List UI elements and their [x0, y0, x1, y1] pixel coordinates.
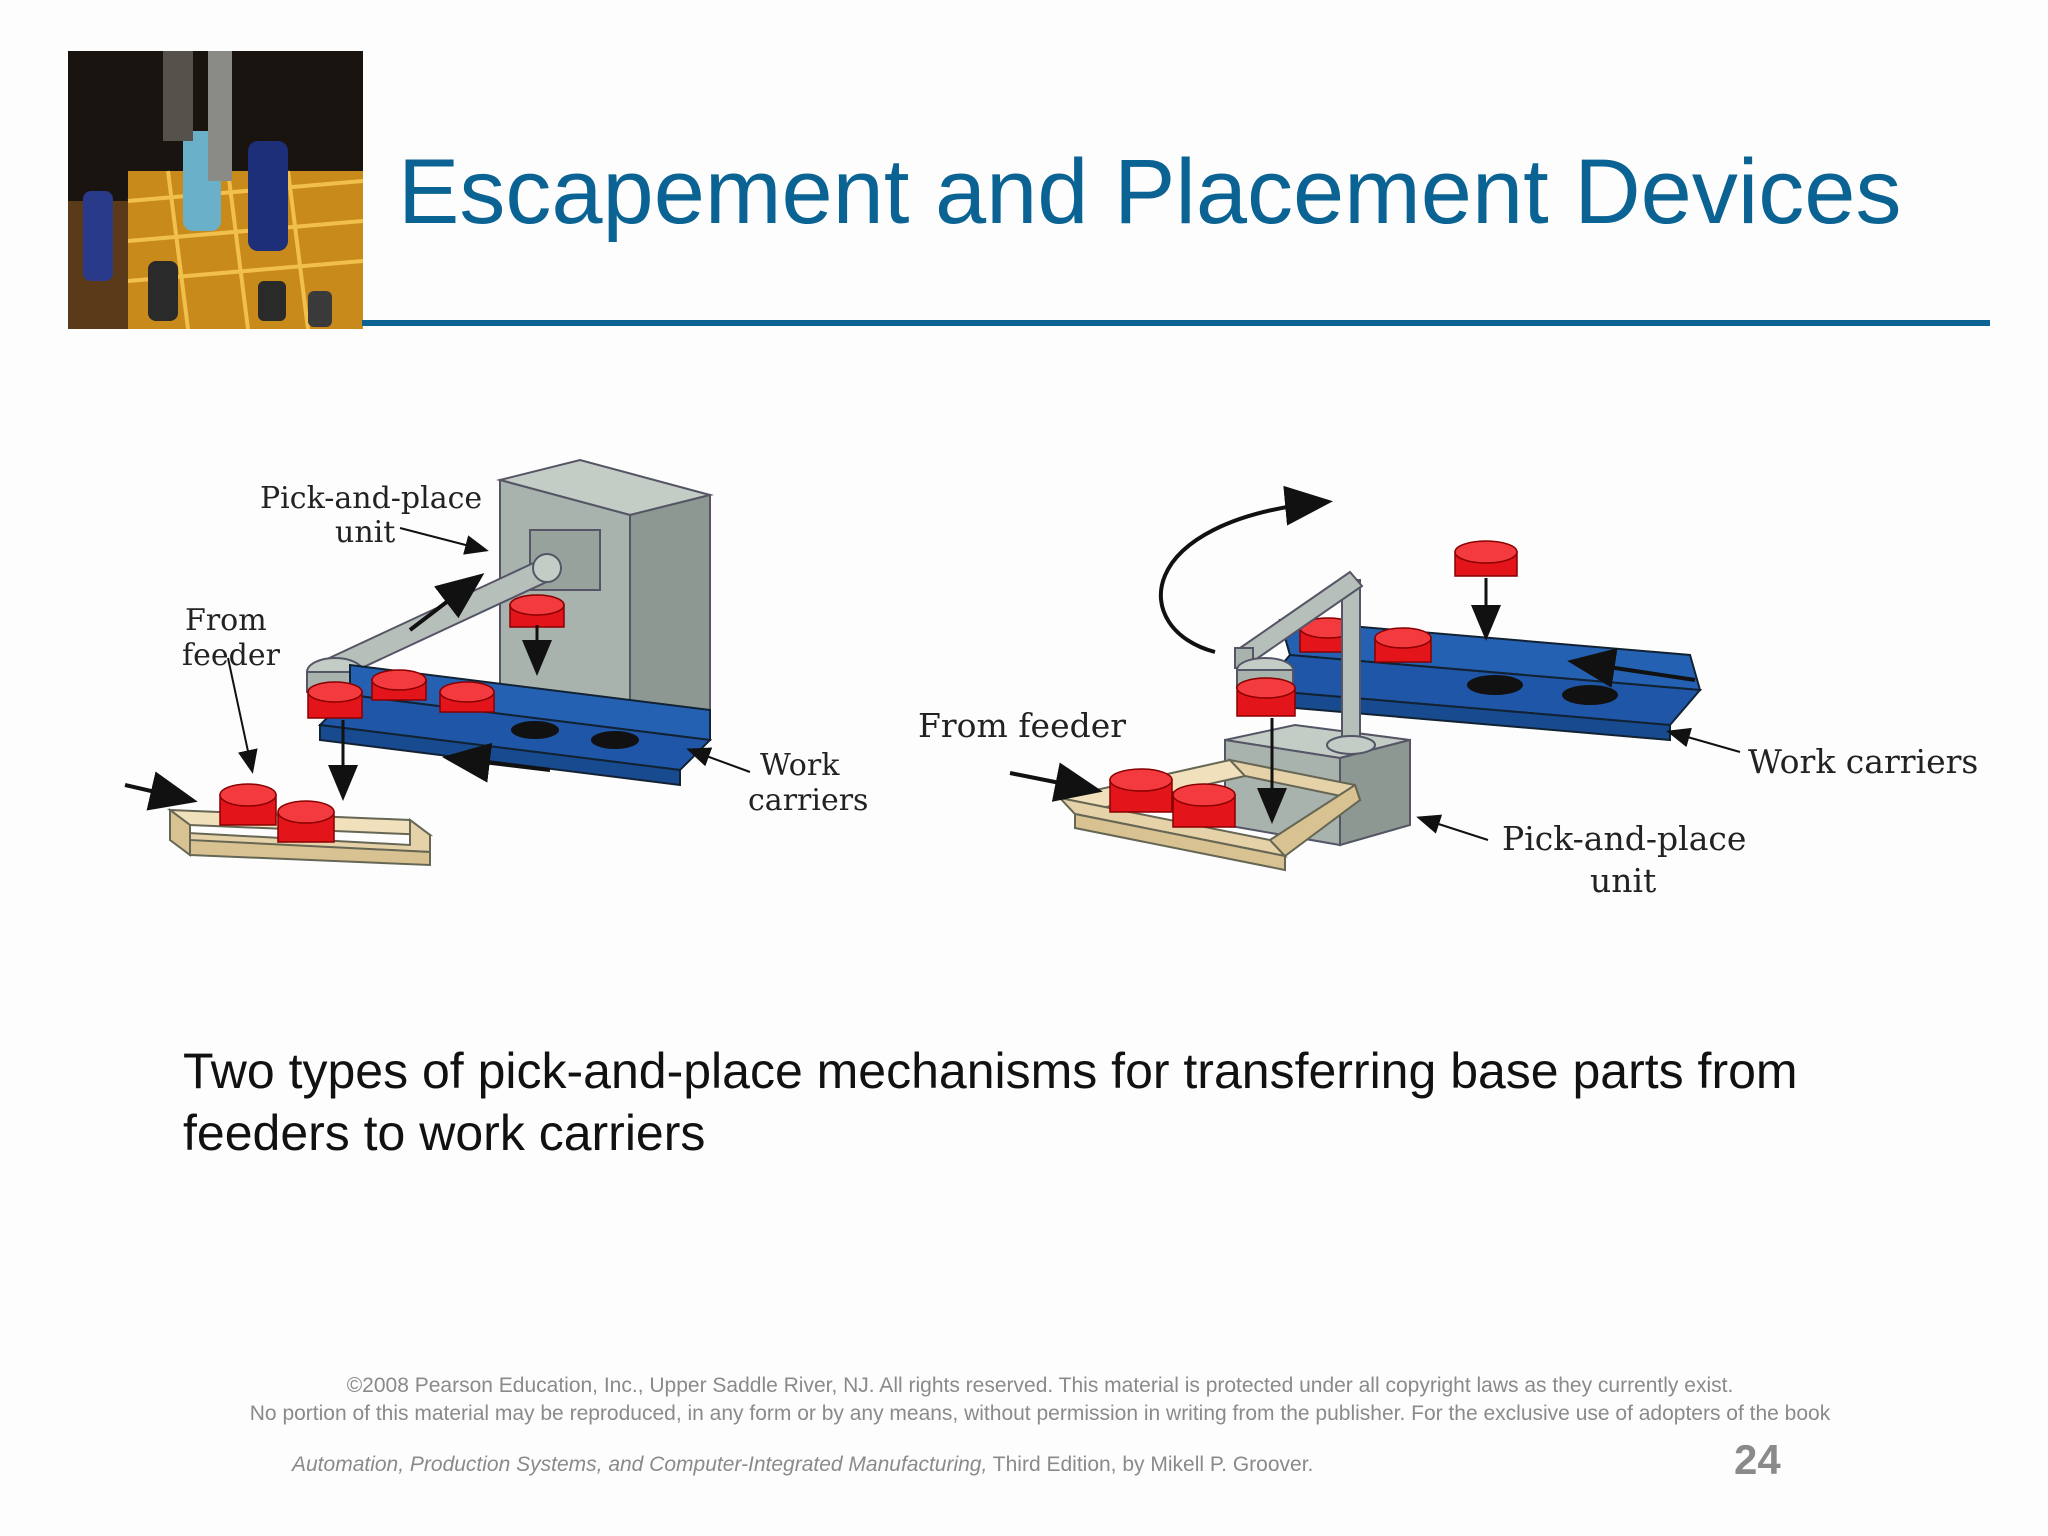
left-box-part — [509, 594, 565, 628]
right-feeder-parts — [1109, 768, 1236, 828]
pick-and-place-diagram: Pick-and-place unit From feeder Work car… — [124, 458, 1978, 900]
left-gripper-part — [307, 681, 363, 719]
right-incoming-part — [1454, 540, 1518, 577]
left-feeder-label-line1: From — [185, 603, 267, 638]
left-carriers-label-line1: Work — [760, 748, 840, 783]
header-photo-circuit-board — [68, 51, 363, 329]
right-mechanism: From feeder Work carriers Pick-and-place… — [918, 485, 1978, 900]
right-gripper-part — [1236, 677, 1296, 717]
left-unit-label-line2: unit — [335, 515, 395, 550]
left-motion-arrows — [124, 527, 751, 811]
book-reference: Automation, Production Systems, and Comp… — [292, 1453, 1313, 1477]
left-work-carriers — [317, 663, 713, 787]
right-unit-label-line2: unit — [1590, 861, 1656, 900]
right-carriers-label: Work carriers — [1748, 742, 1978, 781]
left-feeder-parts — [219, 783, 335, 843]
right-feeder-label: From feeder — [918, 706, 1126, 745]
page-number: 24 — [1734, 1436, 1781, 1483]
right-rotation-arrow — [1158, 485, 1333, 654]
copyright-line-1: ©2008 Pearson Education, Inc., Upper Sad… — [346, 1374, 1734, 1397]
right-unit-label-line1: Pick-and-place — [1502, 819, 1746, 858]
copyright-line-2: No portion of this material may be repro… — [249, 1402, 1831, 1425]
figure-caption: Two types of pick-and-place mechanisms f… — [183, 1043, 1798, 1161]
left-unit-label-line1: Pick-and-place — [260, 481, 482, 516]
left-feeder-label-line2: feeder — [182, 638, 281, 673]
left-carrier-parts — [371, 669, 495, 713]
book-title: Automation, Production Systems, and Comp… — [292, 1453, 988, 1476]
slide-title: Escapement and Placement Devices — [398, 141, 1902, 243]
right-motion-arrows — [1009, 578, 1741, 841]
left-mechanism: Pick-and-place unit From feeder Work car… — [124, 458, 868, 867]
book-edition: Third Edition, by Mikell P. Groover. — [987, 1453, 1314, 1476]
title-divider — [362, 320, 1990, 326]
left-carriers-label-line2: carriers — [748, 783, 868, 818]
copyright-footer: ©2008 Pearson Education, Inc., Upper Sad… — [120, 1372, 1960, 1428]
